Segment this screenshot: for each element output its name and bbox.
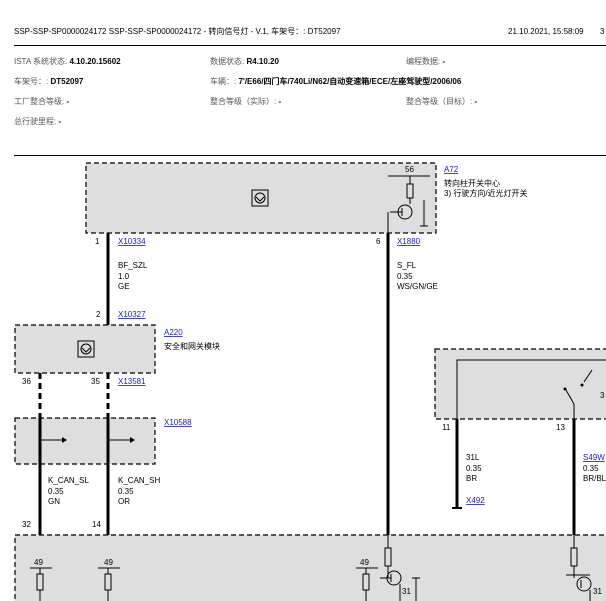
connector-x1880[interactable]: X1880 [397, 237, 421, 246]
wire-s-fl-name: S_FL [397, 261, 417, 270]
vehicle-label: 车辆：: [210, 77, 237, 86]
bottom-pin-31-a: 31 [402, 587, 411, 596]
a72-line2: 3) 行驶方向/近光灯开关 [444, 188, 528, 198]
connector-x10327[interactable]: X10327 [118, 310, 146, 319]
k-can-sh-size: 0.35 [118, 487, 134, 496]
wire-31l-size: 0.35 [466, 464, 482, 473]
wire-31l-color: BR [466, 474, 477, 483]
a220-control-unit-icon [77, 340, 95, 358]
connector-x492[interactable]: X492 [466, 496, 485, 505]
connector-x13581[interactable]: X13581 [118, 377, 146, 386]
pin-35: 35 [91, 377, 100, 386]
wire-s49w-size: 0.35 [583, 464, 599, 473]
target-label: 整合等级（目标）: [406, 97, 473, 106]
k-can-sh-name: K_CAN_SH [118, 476, 160, 485]
actual-value: - [278, 97, 282, 106]
pin-1: 1 [95, 237, 100, 246]
prog-label: 编程数据: [406, 57, 441, 66]
factory-label: 工厂整合等级: [14, 97, 65, 106]
wire-s49w-color: BR/BL [583, 474, 606, 483]
a72-module-box [85, 162, 437, 234]
bottom-pin-31-b: 31 [593, 587, 602, 596]
bottom-transistor-2-icon: 31 [566, 535, 602, 601]
mileage-value: - [58, 117, 62, 126]
mileage-label: 总行驶里程: [14, 117, 57, 126]
wire-s-fl-size: 0.35 [397, 272, 413, 281]
a72-pin-56: 56 [405, 165, 414, 174]
prog-value: - [442, 57, 446, 66]
mileage: 总行驶里程: - [14, 117, 61, 127]
k-can-sl-name: K_CAN_SL [48, 476, 89, 485]
report-title: SSP-SSP-SP0000024172 SSP-SSP-SP000002417… [14, 27, 341, 36]
vehicle: 车辆：: 7'/E66/四门车/740Li/N62/自动变速箱/ECE/左座驾驶… [210, 77, 461, 87]
data-status-label: 数据状态: [210, 57, 245, 66]
wire-31l-name: 31L [466, 453, 480, 462]
vehicle-value: 7'/E66/四门车/740Li/N62/自动变速箱/ECE/左座驾驶型/200… [238, 77, 462, 86]
actual-level: 整合等级（实际）: - [210, 97, 281, 107]
wire-s-fl-color: WS/GN/GE [397, 282, 438, 291]
pin-2: 2 [96, 310, 101, 319]
diagram-divider [14, 155, 606, 156]
k-can-sl-color: GN [48, 497, 60, 506]
actual-label: 整合等级（实际）: [210, 97, 277, 106]
pin-6: 6 [376, 237, 381, 246]
connector-x10334[interactable]: X10334 [118, 237, 146, 246]
factory-value: - [66, 97, 70, 106]
pin-14: 14 [92, 520, 101, 529]
data-status: 数据状态: R4.10.20 [210, 57, 279, 67]
ista-status: ISTA 系统状态: 4.10.20.15602 [14, 57, 121, 67]
a72-line1: 转向柱开关中心 [444, 178, 500, 188]
k-can-sl-size: 0.35 [48, 487, 64, 496]
ista-value: 4.10.20.15602 [69, 57, 121, 66]
factory-level: 工厂整合等级: - [14, 97, 69, 107]
ista-label: ISTA 系统状态: [14, 57, 68, 66]
target-level: 整合等级（目标）: - [406, 97, 477, 107]
data-status-value: R4.10.20 [246, 57, 279, 66]
bottom-resistor-1: 49 [30, 558, 52, 601]
report-datetime: 21.10.2021, 15:58:09 [508, 27, 584, 36]
bottom-transistor-1-icon: 31 [380, 535, 420, 601]
vin-label: 车架号：: [14, 77, 49, 86]
a72-id[interactable]: A72 [444, 165, 459, 174]
bottom-resistor-2: 49 [98, 558, 120, 601]
target-value: - [474, 97, 478, 106]
bottom-pin-49-b: 49 [104, 558, 113, 567]
pin-36: 36 [22, 377, 31, 386]
k-can-sh-color: OR [118, 497, 130, 506]
a220-name: 安全和网关模块 [164, 341, 220, 351]
pin-11: 11 [442, 423, 451, 432]
vin: 车架号：: DT52097 [14, 77, 83, 87]
header-divider [14, 45, 606, 46]
a220-id[interactable]: A220 [164, 328, 183, 337]
splice-x10588[interactable]: X10588 [164, 418, 192, 427]
a220-module-box [14, 324, 156, 374]
right-module-pin-3: 3 [600, 391, 605, 400]
right-module-internal-line [456, 359, 606, 419]
pin-32: 32 [22, 520, 31, 529]
bottom-pin-49-a: 49 [34, 558, 43, 567]
bottom-resistor-3: 49 [356, 558, 378, 601]
splice-x10588-box [14, 417, 156, 465]
page-number-cut: 3 [600, 27, 605, 36]
wire-bf-szl-color: GE [118, 282, 130, 291]
right-module-box [434, 348, 606, 420]
wire-bf-szl-size: 1.0 [118, 272, 130, 281]
wire-bf-szl-name: BF_SZL [118, 261, 148, 270]
pin-13: 13 [556, 423, 565, 432]
vin-value: DT52097 [50, 77, 84, 86]
wire-s49w-name[interactable]: S49W [583, 453, 605, 462]
bottom-pin-49-c: 49 [360, 558, 369, 567]
a72-control-unit-icon [251, 189, 269, 207]
programming-data: 编程数据: - [406, 57, 445, 67]
right-module-switch [565, 389, 575, 405]
